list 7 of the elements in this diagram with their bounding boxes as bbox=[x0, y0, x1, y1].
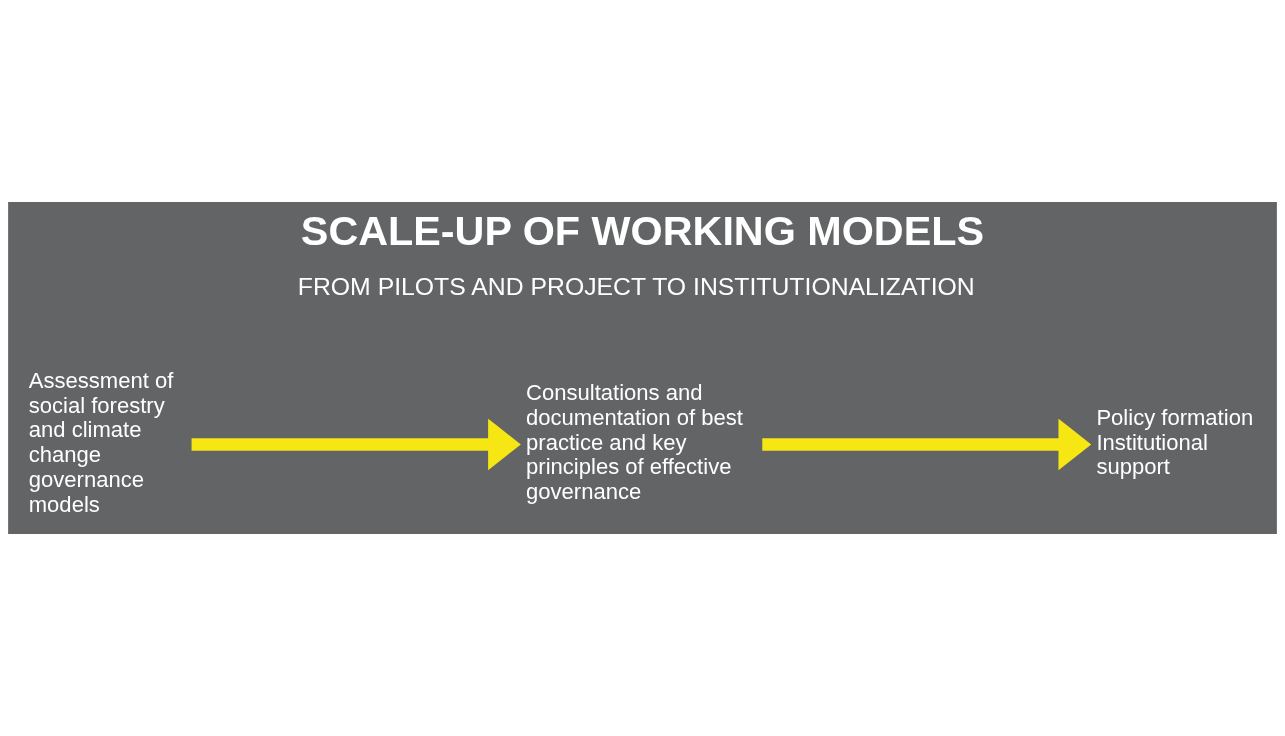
label: FROM PILOTS AND PROJECT TO INSTITUTIONALIZATION bbox=[297, 272, 975, 300]
arrow bbox=[191, 418, 521, 471]
node-text: Consultations and documentation of best practice and key principles of effective governance bbox=[526, 380, 743, 505]
arrow bbox=[762, 418, 1092, 471]
node-text: Policy formation Institutional support bbox=[1096, 404, 1254, 480]
diagram-title: SCALE-UP OF WORKING MODELS bbox=[300, 207, 985, 254]
node-text: Assessment of social forestry and climate change governance models bbox=[28, 367, 174, 517]
